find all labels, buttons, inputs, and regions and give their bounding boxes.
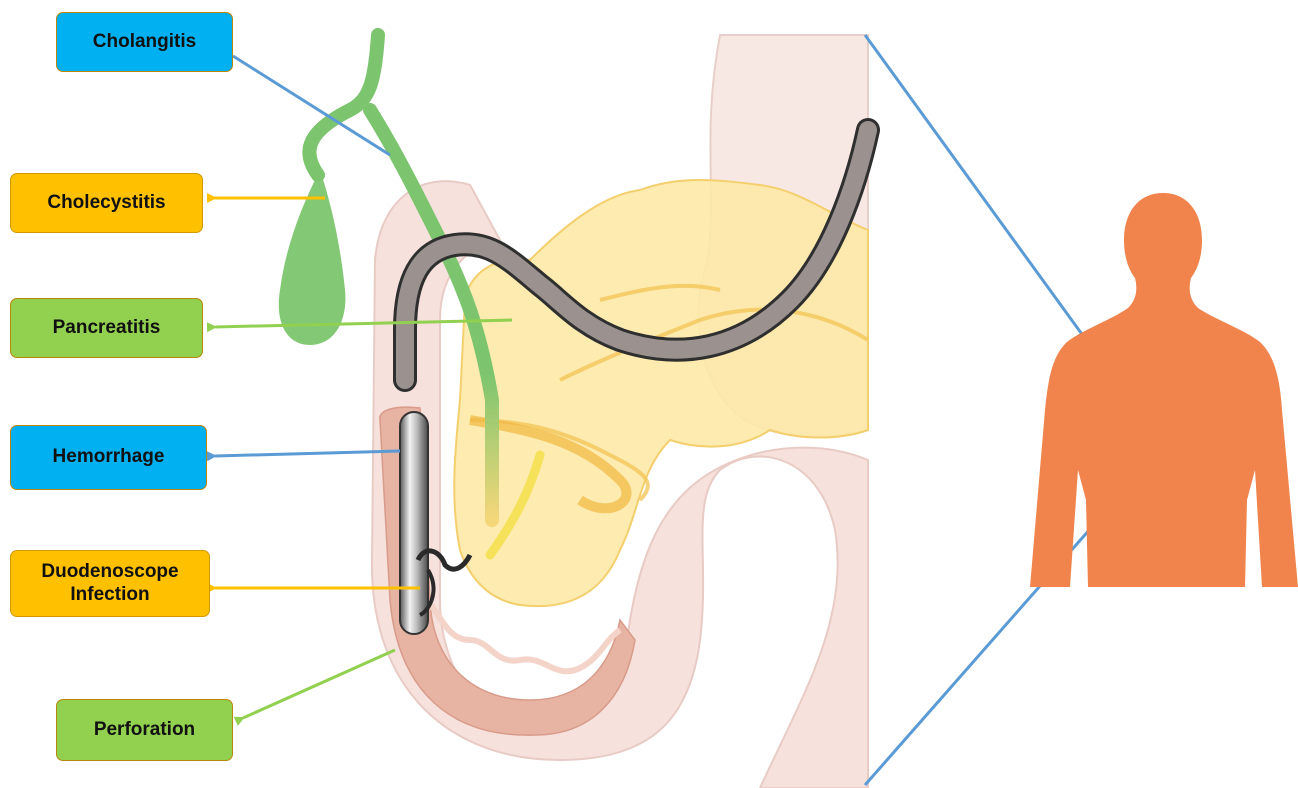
duodenoscope-infection-text: Duodenoscope Infection: [41, 561, 178, 607]
pancreatitis-text: Pancreatitis: [53, 317, 161, 340]
duodenoscope-icon: [400, 412, 428, 634]
perforation-text: Perforation: [94, 719, 195, 742]
cholangitis-text: Cholangitis: [93, 31, 196, 54]
cholecystitis-text: Cholecystitis: [47, 192, 165, 215]
perforation-arrow: [243, 650, 395, 718]
hemorrhage-text: Hemorrhage: [53, 446, 165, 469]
gallbladder-icon: [279, 170, 346, 345]
perforation-label: Perforation: [56, 699, 233, 761]
cholecystitis-label: Cholecystitis: [10, 173, 203, 233]
duodenoscope-infection-label: Duodenoscope Infection: [10, 550, 210, 617]
human-silhouette-icon: [1030, 193, 1298, 587]
duodenum-folds: [425, 600, 620, 671]
hemorrhage-label: Hemorrhage: [10, 425, 207, 490]
cholangitis-label: Cholangitis: [56, 12, 233, 72]
pancreatitis-label: Pancreatitis: [10, 298, 203, 358]
